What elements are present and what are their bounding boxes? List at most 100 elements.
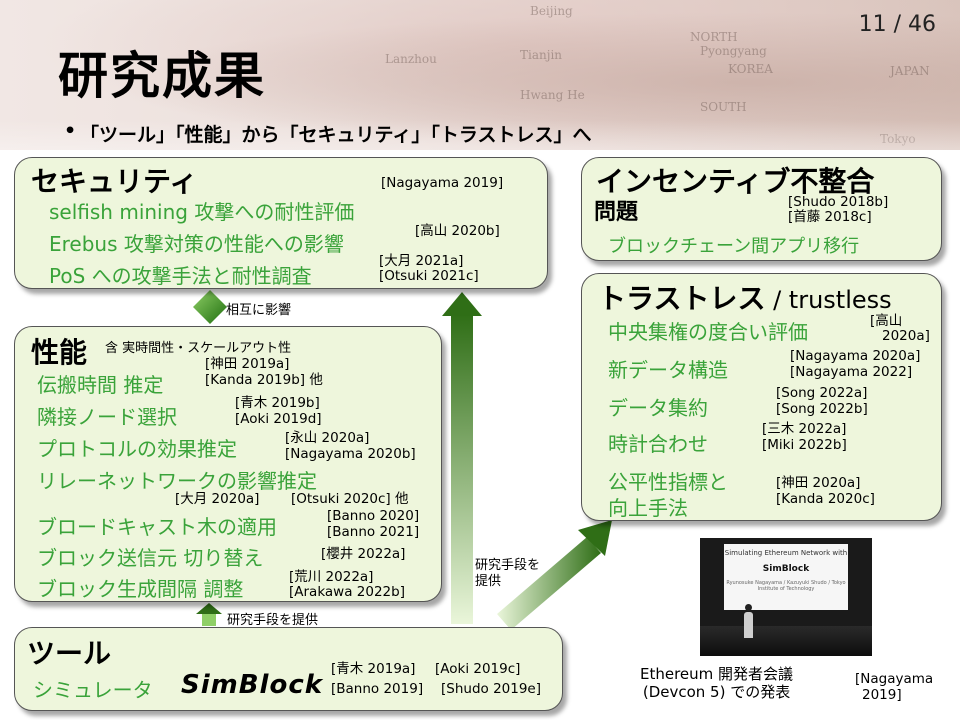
performance-ref: [大月 2020a] <box>175 491 260 507</box>
performance-ref: [Kanda 2019b] 他 <box>205 372 323 388</box>
tool-ref: [Aoki 2019c] <box>435 661 521 677</box>
performance-item: 伝搬時間 推定 <box>37 373 164 397</box>
screen-logo: SimBlock <box>762 564 810 574</box>
performance-ref: [Aoki 2019d] <box>235 411 322 427</box>
performance-item: プロトコルの効果推定 <box>37 437 237 461</box>
security-item: Erebus 攻撃対策の性能への影響 <box>49 232 344 256</box>
security-item: PoS への攻撃手法と耐性調査 <box>49 264 312 288</box>
trustless-item: 向上手法 <box>608 496 688 520</box>
map-label: Hwang He <box>520 88 585 102</box>
incentive-ref: [首藤 2018c] <box>788 209 872 225</box>
trustless-ref: [Song 2022a] <box>776 385 868 401</box>
speaker-figure <box>744 604 753 638</box>
provide-means-label-right: 研究手段を <box>475 558 541 573</box>
tool-ref: [Shudo 2019e] <box>441 681 541 697</box>
tool-item: シミュレータ <box>33 678 153 702</box>
trustless-title-en: / trustless <box>765 286 892 314</box>
performance-ref: [Banno 2020] <box>327 508 420 524</box>
devcon-photo: Simulating Ethereum Network with SimBloc… <box>700 538 872 656</box>
trustless-title-ja: トラストレス <box>598 282 766 315</box>
trustless-item: データ集約 <box>608 396 708 420</box>
map-label: Tianjin <box>520 48 563 62</box>
page-title: 研究成果 <box>58 47 266 105</box>
provide-means-label-right-2: 提供 <box>475 574 502 589</box>
map-label: Beijing <box>530 4 573 18</box>
map-label: Lanzhou <box>385 52 437 66</box>
caption-line-1: Ethereum 開発者会議 <box>640 665 794 683</box>
page-number: 11 / 46 <box>858 12 936 37</box>
tool-ref: [青木 2019a] <box>331 661 416 677</box>
security-ref: [Otsuki 2021c] <box>379 268 479 284</box>
security-item: selfish mining 攻撃への耐性評価 <box>49 200 355 224</box>
incentive-box: インセンティブ不整合 問題 [Shudo 2018b] [首藤 2018c] ブ… <box>581 157 942 261</box>
performance-ref: [永山 2020a] <box>285 430 370 446</box>
security-box: セキュリティ [Nagayama 2019] selfish mining 攻撃… <box>14 157 548 289</box>
bullet-icon: • <box>64 120 77 142</box>
trustless-item: 時計合わせ <box>608 432 708 456</box>
trustless-ref: [三木 2022a] <box>762 421 847 437</box>
incentive-ref: [Shudo 2018b] <box>788 194 889 210</box>
performance-ref: [青木 2019b] <box>235 395 320 411</box>
screen-title: Simulating Ethereum Network with <box>724 549 848 557</box>
performance-ref: [Nagayama 2020b] <box>285 446 416 462</box>
trustless-ref: [Nagayama 2020a] <box>790 348 921 364</box>
map-label: NORTH <box>690 30 738 44</box>
trustless-ref: [Song 2022b] <box>776 401 868 417</box>
trustless-ref: 2020a] <box>882 328 930 344</box>
map-label: JAPAN <box>890 64 930 78</box>
incentive-item: ブロックチェーン間アプリ移行 <box>608 236 860 257</box>
performance-ref: [荒川 2022a] <box>289 569 374 585</box>
trustless-ref: [神田 2020a] <box>776 475 861 491</box>
performance-ref: [神田 2019a] <box>205 356 290 372</box>
trustless-ref: [高山 <box>870 313 903 329</box>
trustless-item: 公平性指標と <box>608 470 728 494</box>
trustless-ref: [Nagayama 2022] <box>790 364 913 380</box>
trustless-title: トラストレス / trustless <box>598 277 892 317</box>
performance-ref: [Arakawa 2022b] <box>289 584 405 600</box>
arrow-to-security <box>442 292 482 624</box>
performance-item: ブロック送信元 切り替え <box>37 546 264 570</box>
security-ref: [大月 2021a] <box>379 253 464 269</box>
map-label: SOUTH <box>700 100 747 114</box>
mutual-influence-diamond-icon <box>193 290 227 324</box>
caption-ref: 2019] <box>862 687 902 703</box>
performance-title: 性能 <box>31 336 88 369</box>
caption-ref: [Nagayama <box>855 671 934 687</box>
trustless-ref: [Miki 2022b] <box>762 437 847 453</box>
subtitle: • 「ツール」「性能」から「セキュリティ」「トラストレス」へ <box>64 120 592 147</box>
photo-caption: Ethereum 開発者会議 (Devcon 5) での発表 <box>640 665 793 701</box>
performance-item: リレーネットワークの影響推定 <box>37 469 317 493</box>
trustless-ref: [Kanda 2020c] <box>776 491 875 507</box>
performance-ref: [Banno 2021] <box>327 524 420 540</box>
presentation-screen: Simulating Ethereum Network with SimBloc… <box>724 544 848 610</box>
map-label: Pyongyang <box>700 44 767 58</box>
trustless-item: 中央集権の度合い評価 <box>608 320 808 344</box>
screen-authors: Ryunosuke Nagayama / Kazuyuki Shudo / To… <box>726 580 846 592</box>
stage <box>700 626 872 656</box>
performance-item: ブロック生成間隔 調整 <box>37 577 244 601</box>
performance-item: 隣接ノード選択 <box>37 405 177 429</box>
simblock-logo: SimBlock <box>181 670 324 700</box>
performance-note: 含 実時間性・スケールアウト性 <box>105 341 292 356</box>
mutual-influence-label: 相互に影響 <box>226 303 292 318</box>
tool-title: ツール <box>27 637 112 670</box>
incentive-title-2: 問題 <box>594 200 639 225</box>
tool-ref: [Banno 2019] <box>331 681 424 697</box>
tool-box: ツール シミュレータ SimBlock [青木 2019a] [Aoki 201… <box>14 627 563 711</box>
trustless-item: 新データ構造 <box>608 358 728 382</box>
provide-means-label: 研究手段を提供 <box>227 613 319 628</box>
performance-ref: [Otsuki 2020c] 他 <box>291 491 409 507</box>
performance-ref: [櫻井 2022a] <box>321 546 406 562</box>
subtitle-text: 「ツール」「性能」から「セキュリティ」「トラストレス」へ <box>80 124 592 146</box>
security-ref: [高山 2020b] <box>415 223 500 239</box>
security-ref: [Nagayama 2019] <box>381 175 504 191</box>
performance-box: 性能 含 実時間性・スケールアウト性 伝搬時間 推定 [神田 2019a] [K… <box>14 326 442 602</box>
trustless-box: トラストレス / trustless 中央集権の度合い評価 [高山 2020a]… <box>581 273 942 521</box>
performance-item: ブロードキャスト木の適用 <box>37 515 277 539</box>
arrow-to-trustless <box>497 520 612 630</box>
incentive-title: インセンティブ不整合 <box>596 165 875 198</box>
arrow-tool-to-performance <box>196 603 222 626</box>
caption-line-2: (Devcon 5) での発表 <box>642 683 791 701</box>
map-banner: Beijing Lanzhou Tianjin NORTH Pyongyang … <box>0 0 960 150</box>
